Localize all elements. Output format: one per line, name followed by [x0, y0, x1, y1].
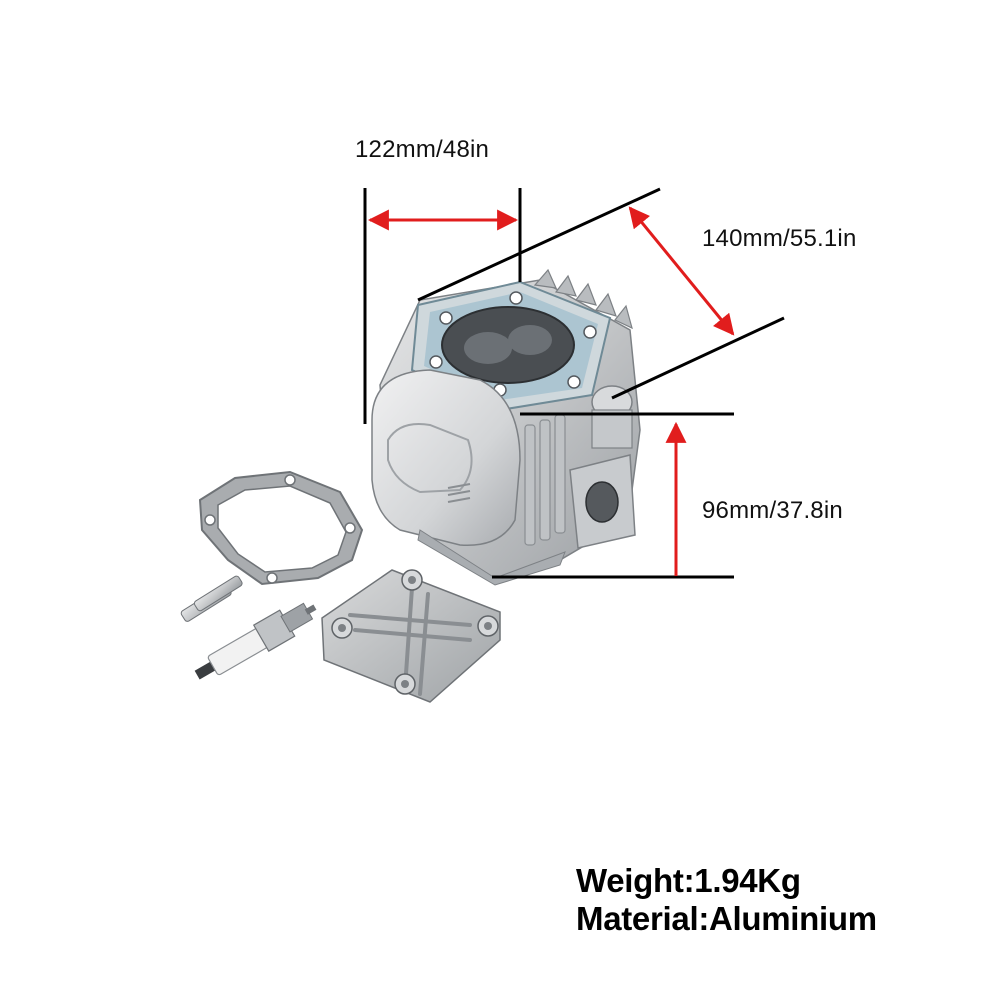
- dimension-depth: [417, 187, 785, 400]
- material-spec: Material:Aluminium: [576, 900, 877, 937]
- studs: [180, 575, 243, 622]
- dimension-width: [363, 188, 522, 424]
- dimension-height: [492, 412, 734, 579]
- height-label: 96mm/37.8in: [702, 497, 843, 524]
- head-cover: [321, 569, 501, 703]
- spark-plug: [194, 602, 317, 680]
- width-label: 122mm/48in: [355, 136, 490, 163]
- cylinder-head: [371, 268, 641, 586]
- weight-spec: Weight:1.94Kg: [576, 862, 801, 899]
- depth-label: 140mm/55.1in: [702, 225, 857, 252]
- head-gasket: [198, 470, 364, 586]
